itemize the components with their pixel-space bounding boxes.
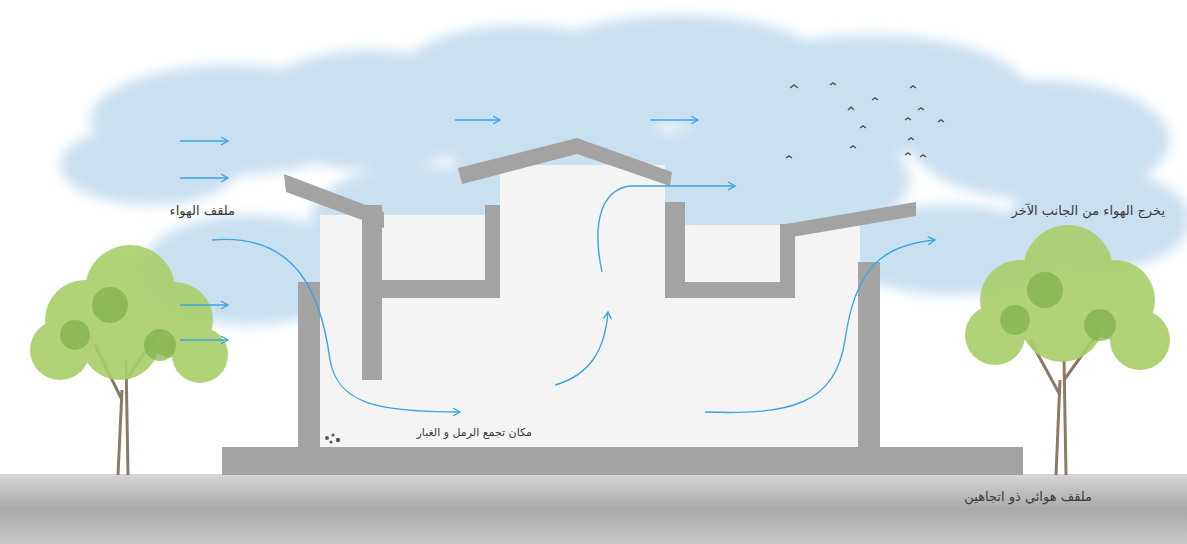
tree <box>965 225 1170 475</box>
tree <box>30 245 228 475</box>
annotation-label: مكان تجمع الرمل و الغبار <box>417 426 532 439</box>
air-flow-arrow <box>180 120 935 412</box>
birds <box>786 83 944 158</box>
ground <box>0 474 1187 544</box>
annotation-label: يخرج الهواء من الجانب الآخر <box>1011 203 1165 219</box>
annotation-label: ملقف هوائي ذو اتجاهين <box>964 489 1092 505</box>
annotation-label: ملقف الهواء <box>170 203 235 219</box>
dust-icon <box>325 433 340 443</box>
building-section <box>222 138 1023 475</box>
